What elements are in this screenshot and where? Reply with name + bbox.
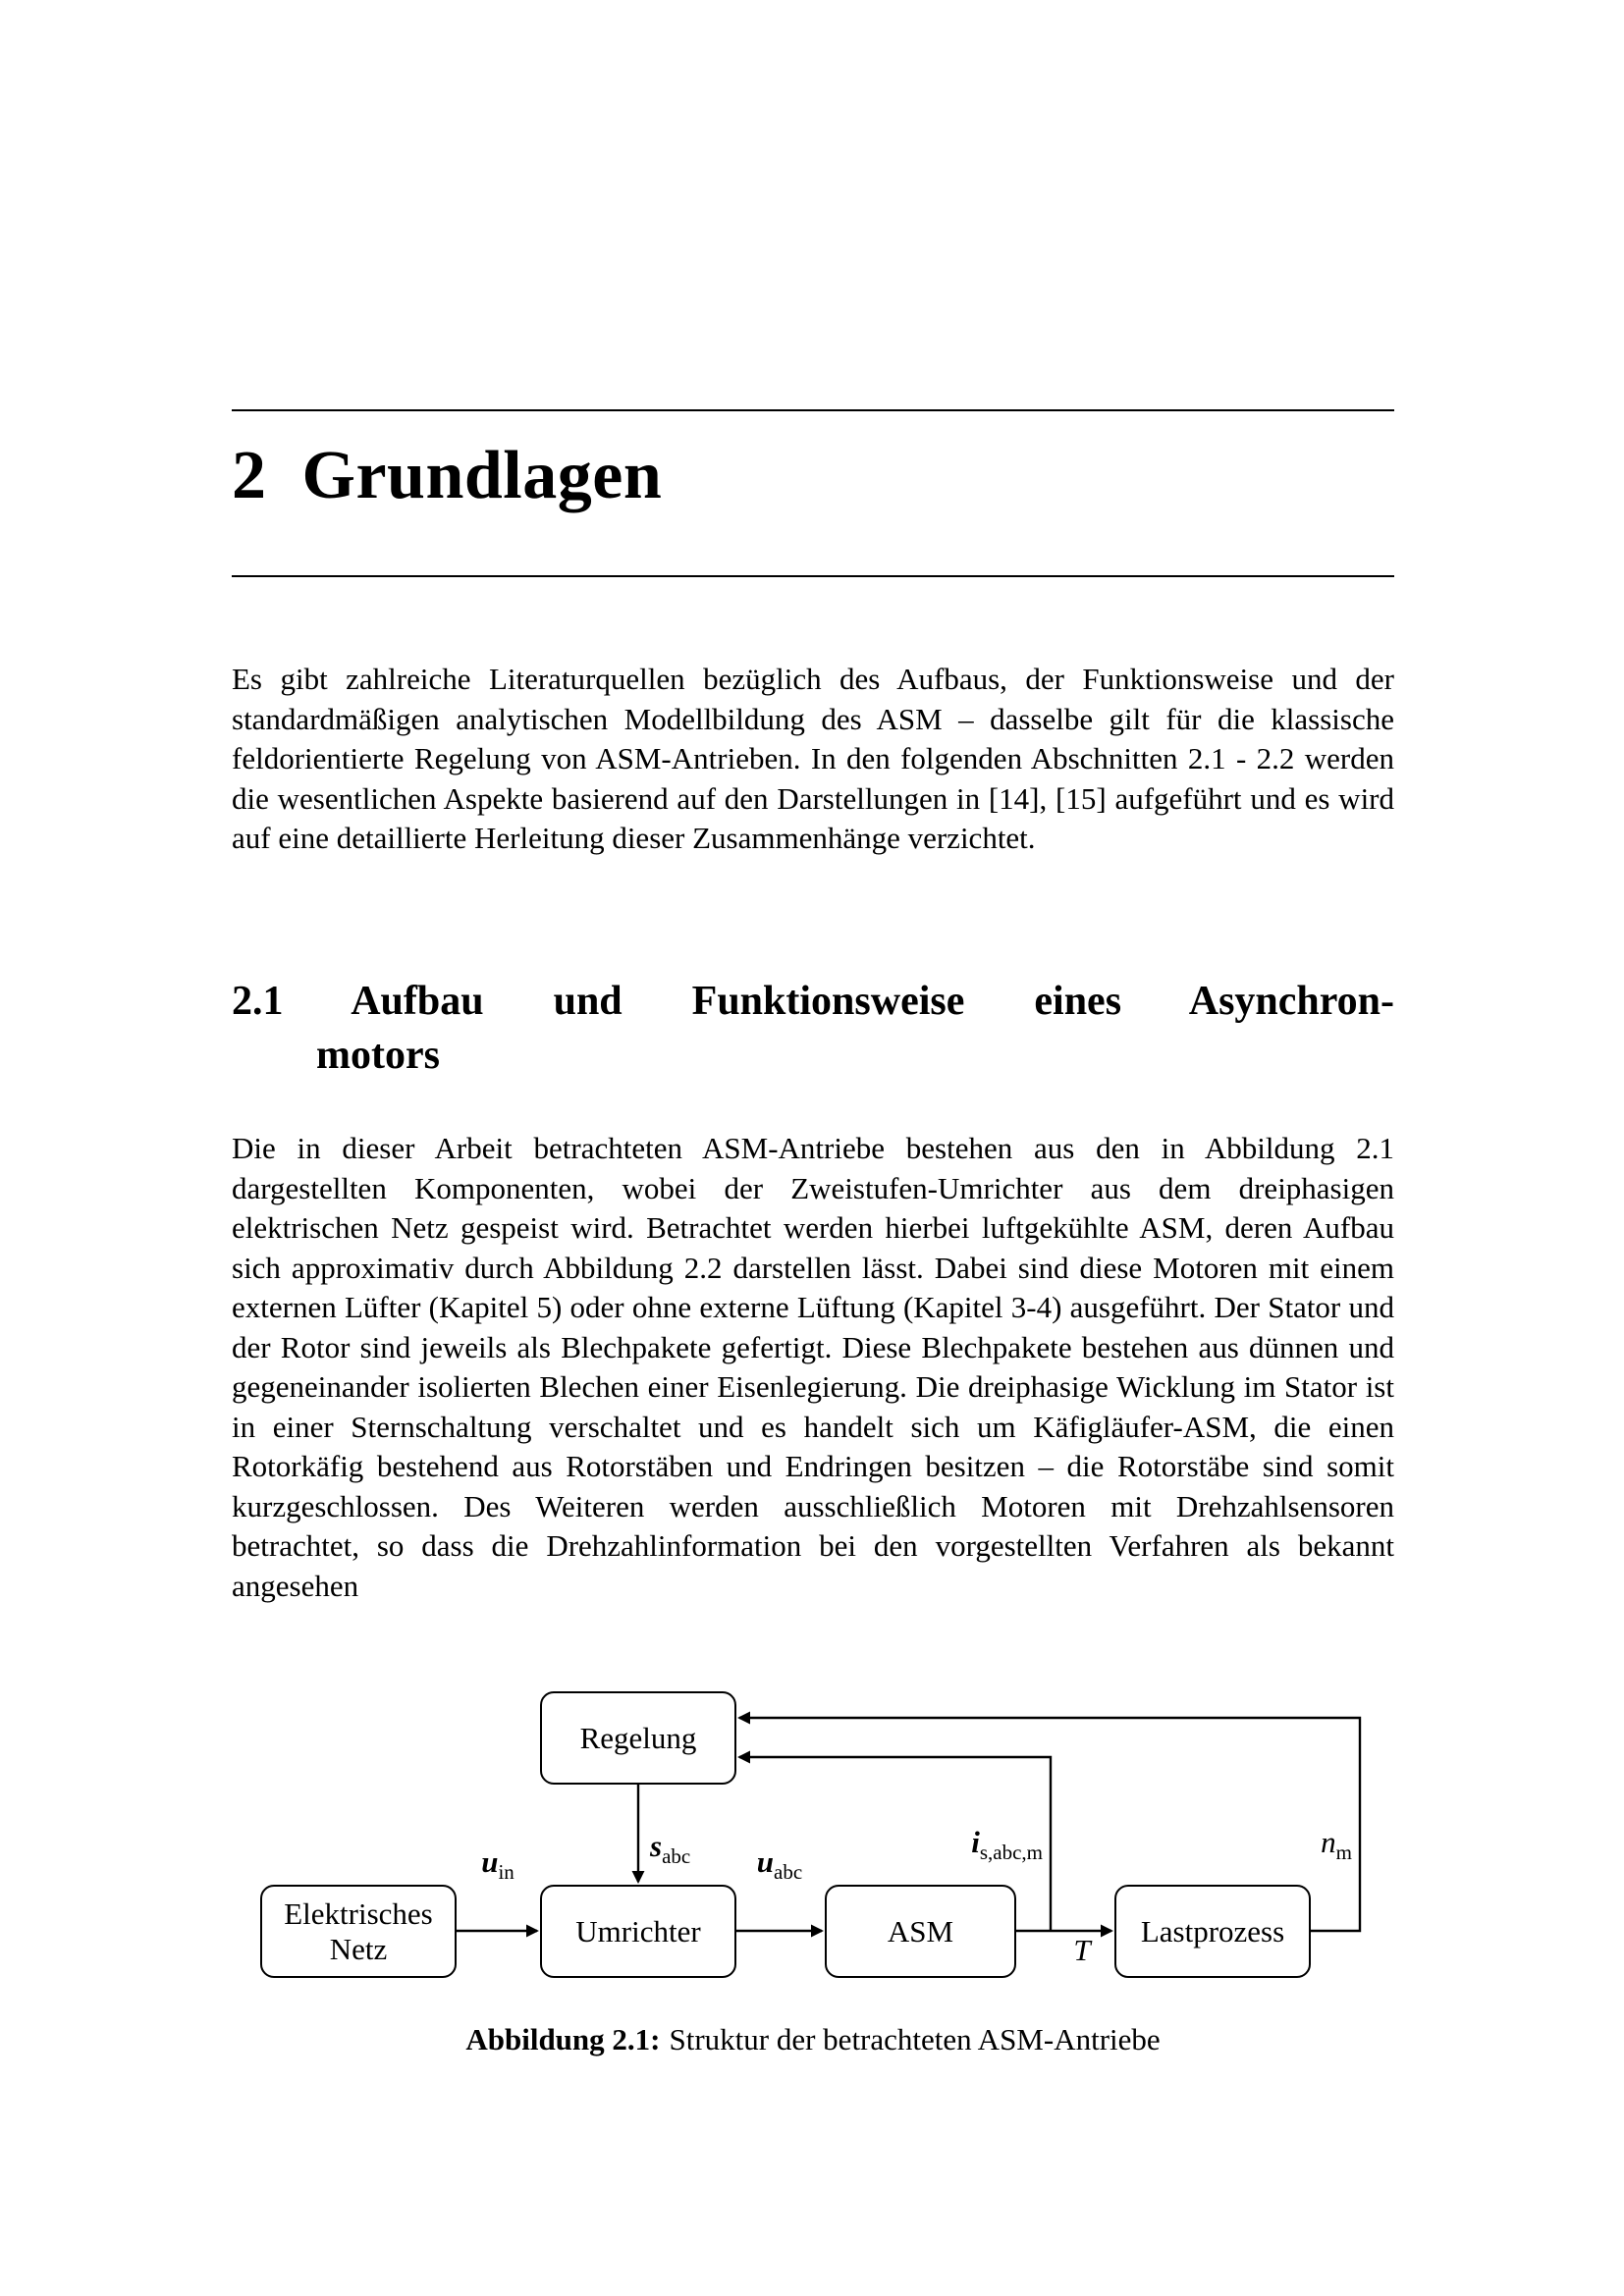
subscript-abc: abc <box>774 1860 803 1885</box>
subscript-abc: abc <box>662 1844 691 1869</box>
chapter-title: Grundlagen <box>301 438 663 513</box>
block-netz-line1: Elektrisches <box>284 1896 433 1931</box>
section-heading: 2.1 Aufbau und Funktionsweise eines Asyn… <box>232 975 1394 1083</box>
figure-caption: Abbildung 2.1:Struktur der betrachteten … <box>232 2022 1394 2057</box>
label-i-s-abc-m: is,abc,m <box>874 1825 1043 1865</box>
symbol-s: s <box>650 1829 663 1863</box>
section-heading-line2: motors <box>316 1033 440 1078</box>
symbol-n: n <box>1321 1825 1336 1859</box>
label-s-abc: sabc <box>650 1829 690 1869</box>
paragraph-intro: Es gibt zahlreiche Literaturquellen bezü… <box>232 662 1394 855</box>
subscript-m: m <box>1335 1841 1352 1865</box>
section-heading-line1: 2.1 Aufbau und Funktionsweise eines Asyn… <box>232 979 1394 1024</box>
chapter-heading: 2 Grundlagen <box>232 440 1394 512</box>
subscript-s-abc-m: s,abc,m <box>979 1841 1043 1865</box>
signal-flow-arrows <box>457 1711 1362 1938</box>
block-netz-line2: Netz <box>329 1931 388 1966</box>
symbol-i: i <box>971 1825 980 1859</box>
block-regelung-label: Regelung <box>579 1720 697 1755</box>
block-asm-label: ASM <box>887 1913 954 1949</box>
figure-caption-text: Struktur der betrachteten ASM-Antriebe <box>669 2022 1161 2056</box>
feedback-speed-to-regelung <box>737 1711 1362 1933</box>
label-n-m: nm <box>1242 1825 1352 1865</box>
block-umrichter: Umrichter <box>540 1885 736 1978</box>
block-regelung: Regelung <box>540 1691 736 1785</box>
symbol-u: u <box>481 1844 499 1879</box>
block-lastprozess: Lastprozess <box>1114 1885 1311 1978</box>
subscript-in: in <box>498 1860 514 1885</box>
figure-caption-label: Abbildung 2.1: <box>465 2022 661 2056</box>
label-u-in: uin <box>455 1844 541 1885</box>
feedback-current-to-regelung <box>737 1750 1053 1931</box>
symbol-T: T <box>1073 1933 1091 1967</box>
block-asm: ASM <box>825 1885 1016 1978</box>
chapter-number: 2 <box>232 438 267 513</box>
label-torque: T <box>1058 1933 1106 1973</box>
paragraph-section-body: Die in dieser Arbeit betrachteten ASM-An… <box>232 1131 1394 1603</box>
chapter-rule-top <box>232 409 1394 411</box>
symbol-u: u <box>756 1844 775 1879</box>
block-lastprozess-label: Lastprozess <box>1140 1913 1285 1949</box>
label-u-abc: uabc <box>734 1844 825 1885</box>
block-umrichter-label: Umrichter <box>575 1913 701 1949</box>
chapter-rule-bottom <box>232 575 1394 577</box>
